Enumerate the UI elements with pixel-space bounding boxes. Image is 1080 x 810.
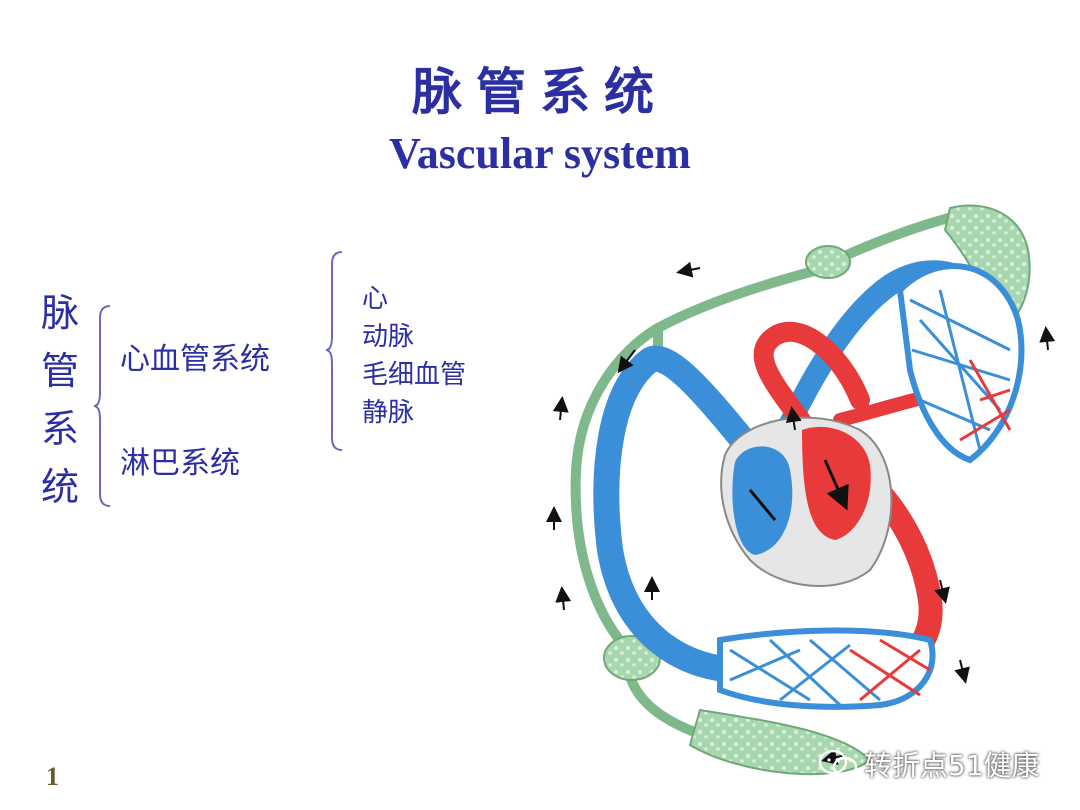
tree-branch-lymphatic: 淋巴系统	[120, 446, 240, 481]
tree-leaf-vein: 静脉	[362, 398, 415, 428]
flow-arrows	[546, 261, 1056, 765]
tree-branch-cardiovascular: 心血管系统	[120, 342, 270, 377]
page-title-english: Vascular system	[389, 129, 691, 178]
tree-root-char: 系	[40, 407, 79, 451]
watermark: 转折点51健康	[818, 744, 1040, 784]
tree-root-label: 脉管系统	[38, 284, 82, 516]
heart-illustration	[720, 416, 893, 587]
tree-leaf-capillary: 毛细血管	[362, 360, 467, 390]
tree-leaf-artery: 动脉	[362, 322, 415, 352]
capillary-bed-upper	[896, 263, 1025, 464]
brace-root	[93, 305, 111, 507]
page-number: 1	[46, 762, 59, 791]
brace-cardiovascular	[325, 251, 343, 451]
tree-root-char: 脉	[40, 291, 79, 335]
page-title-chinese: 脉管系统	[412, 63, 668, 121]
tree-leaf-heart: 心	[362, 284, 389, 314]
capillary-bed-lower	[717, 627, 936, 710]
tree-root-char: 管	[40, 349, 79, 393]
watermark-text: 转折点51健康	[864, 749, 1040, 782]
circulatory-system-illustration	[546, 204, 1056, 776]
tree-root-char: 统	[40, 465, 79, 509]
wechat-icon	[818, 749, 858, 778]
